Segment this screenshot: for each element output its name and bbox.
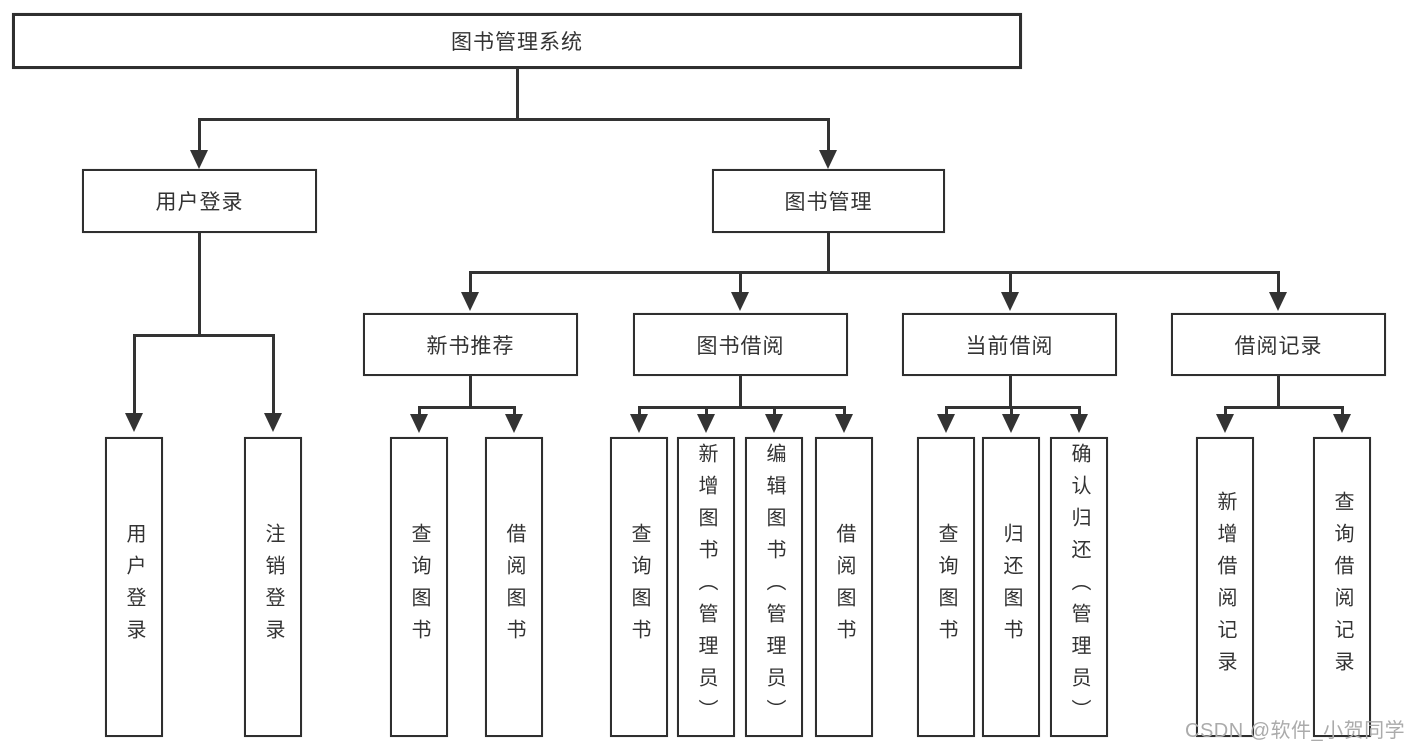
arrow-down-icon (1269, 292, 1287, 311)
arrow-down-icon (1216, 414, 1234, 433)
node-book-management: 图书管理 (712, 169, 945, 233)
connector-line (637, 406, 641, 415)
connector-line (637, 406, 845, 409)
connector-line (512, 406, 516, 415)
arrow-down-icon (1070, 414, 1088, 433)
connector-line (271, 334, 275, 414)
connector-line (944, 406, 948, 415)
leaf-add-books-admin: 新增图书（管理员） (677, 437, 735, 737)
leaf-borrow-books: 借阅图书 (815, 437, 873, 737)
leaf-query-books-recommend: 查询图书 (390, 437, 448, 737)
arrow-down-icon (410, 414, 428, 433)
arrow-down-icon (1001, 292, 1019, 311)
arrow-down-icon (125, 413, 143, 432)
connector-line (826, 233, 830, 274)
node-book-borrow: 图书借阅 (633, 313, 848, 376)
csdn-watermark: CSDN @软件_小贺同学 (1185, 720, 1405, 742)
connector-line (417, 406, 421, 415)
arrow-down-icon (697, 414, 715, 433)
leaf-query-books-borrow: 查询图书 (610, 437, 668, 737)
arrow-down-icon (1002, 414, 1020, 433)
connector-line (738, 271, 742, 293)
node-new-book-recommend: 新书推荐 (363, 313, 578, 376)
leaf-label: 新增借阅记录 (1214, 491, 1236, 683)
node-user-login: 用户登录 (82, 169, 317, 233)
arrow-down-icon (505, 414, 523, 433)
leaf-label: 借阅图书 (503, 523, 525, 651)
connector-line (468, 271, 472, 293)
arrow-down-icon (264, 413, 282, 432)
arrow-down-icon (461, 292, 479, 311)
arrow-down-icon (765, 414, 783, 433)
connector-line (132, 334, 136, 414)
leaf-label: 查询借阅记录 (1331, 491, 1353, 683)
connector-line (738, 375, 742, 408)
connector-line (1223, 406, 1227, 415)
connector-line (197, 118, 201, 152)
leaf-add-borrow-record: 新增借阅记录 (1196, 437, 1254, 737)
connector-line (1340, 406, 1344, 415)
connector-line (515, 68, 519, 120)
connector-line (132, 334, 275, 337)
arrow-down-icon (819, 150, 837, 169)
arrow-down-icon (835, 414, 853, 433)
leaf-borrow-books-recommend: 借阅图书 (485, 437, 543, 737)
arrow-down-icon (937, 414, 955, 433)
leaf-query-borrow-record: 查询借阅记录 (1313, 437, 1371, 737)
connector-line (1077, 406, 1081, 415)
leaf-label: 查询图书 (935, 523, 957, 651)
connector-line (1276, 375, 1280, 408)
leaf-label: 注销登录 (262, 523, 284, 651)
leaf-label: 用户登录 (123, 523, 145, 651)
leaf-return-books: 归还图书 (982, 437, 1040, 737)
connector-line (704, 406, 708, 415)
connector-line (1009, 406, 1013, 415)
leaf-label: 借阅图书 (833, 523, 855, 651)
connector-line (772, 406, 776, 415)
connector-line (842, 406, 846, 415)
leaf-label: 编辑图书（管理员） (763, 443, 785, 731)
arrow-down-icon (731, 292, 749, 311)
leaf-user-login: 用户登录 (105, 437, 163, 737)
leaf-label: 查询图书 (408, 523, 430, 651)
leaf-label: 确认归还（管理员） (1068, 443, 1090, 731)
arrow-down-icon (630, 414, 648, 433)
node-root: 图书管理系统 (12, 13, 1022, 69)
connector-line (417, 406, 515, 409)
arrow-down-icon (1333, 414, 1351, 433)
connector-line (198, 118, 830, 121)
leaf-logout: 注销登录 (244, 437, 302, 737)
connector-line (1008, 375, 1012, 408)
connector-line (468, 375, 472, 408)
connector-line (1223, 406, 1343, 409)
connector-line (1008, 271, 1012, 293)
connector-line (197, 233, 201, 336)
leaf-label: 新增图书（管理员） (695, 443, 717, 731)
connector-line (1276, 271, 1280, 293)
node-current-borrow: 当前借阅 (902, 313, 1117, 376)
leaf-label: 归还图书 (1000, 523, 1022, 651)
connector-line (468, 271, 1280, 274)
leaf-label: 查询图书 (628, 523, 650, 651)
arrow-down-icon (190, 150, 208, 169)
leaf-confirm-return-admin: 确认归还（管理员） (1050, 437, 1108, 737)
node-borrow-records: 借阅记录 (1171, 313, 1386, 376)
leaf-query-books-current: 查询图书 (917, 437, 975, 737)
leaf-edit-books-admin: 编辑图书（管理员） (745, 437, 803, 737)
connector-line (826, 118, 830, 152)
